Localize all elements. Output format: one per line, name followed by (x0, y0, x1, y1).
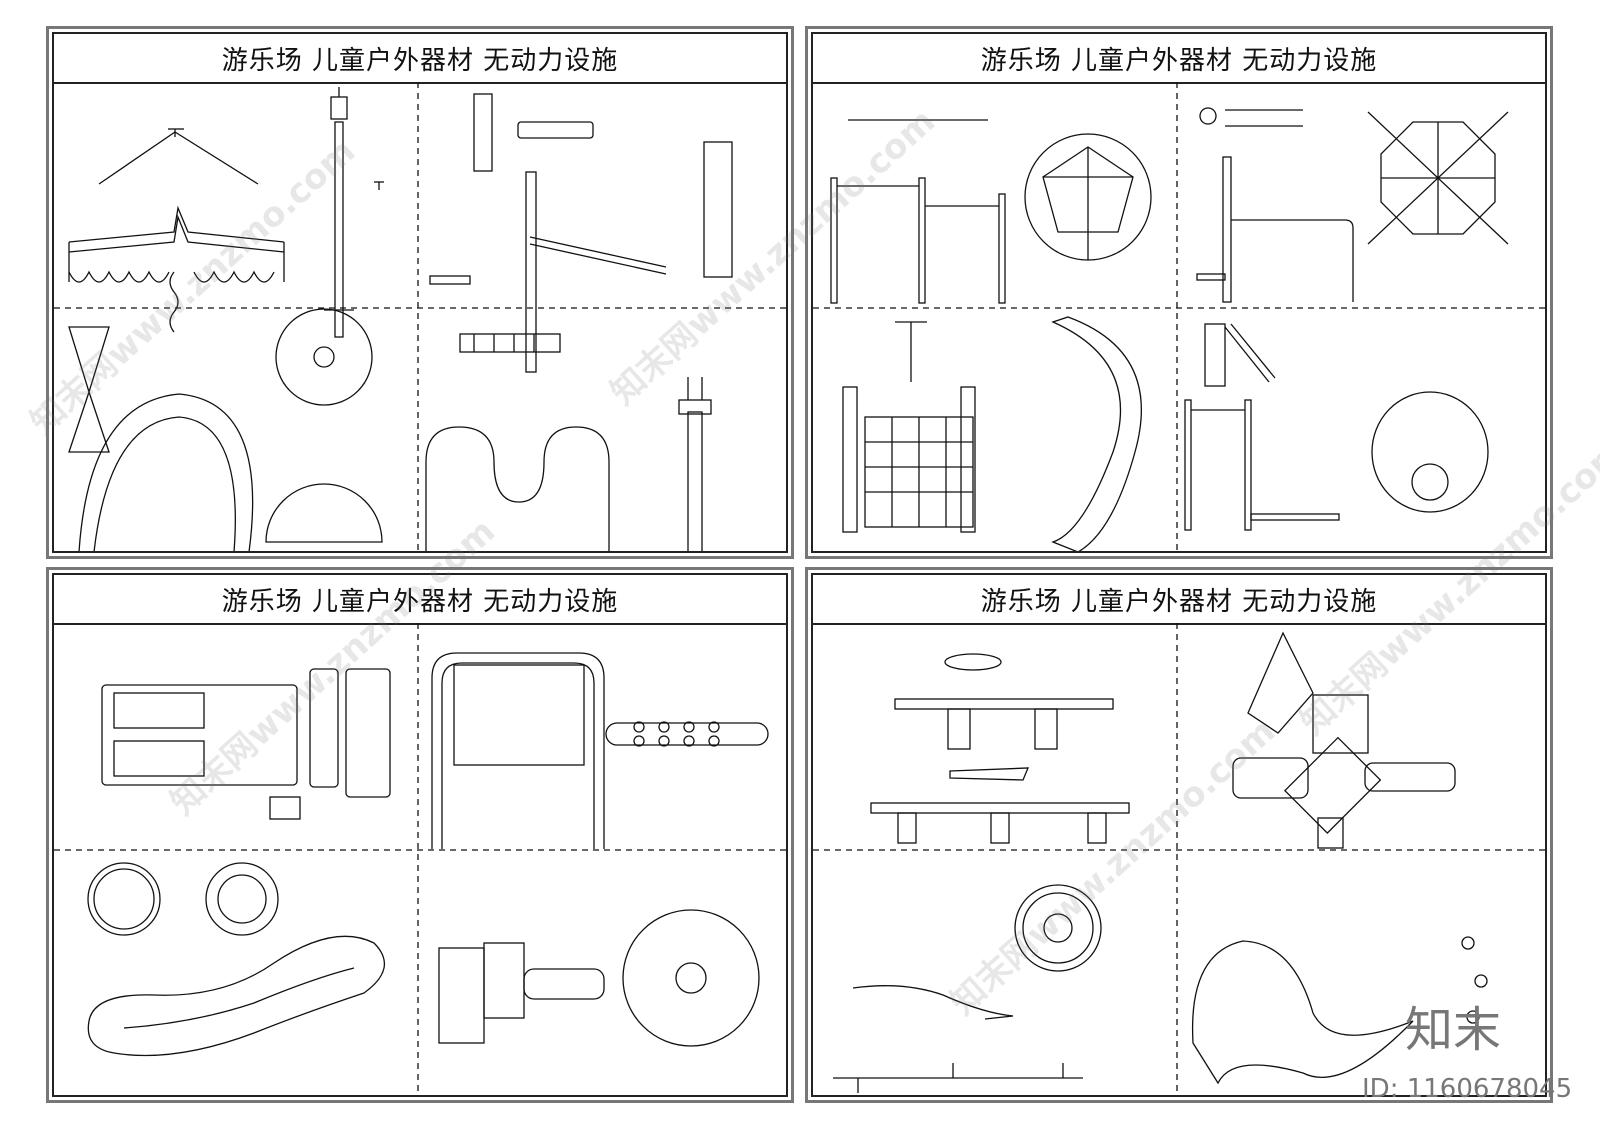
sheet-drawing (54, 82, 786, 551)
wave-climber-drawing (425, 426, 610, 551)
drawing-sheet-4: 游乐场 儿童户外器材 无动力设施 (805, 567, 1553, 1103)
net-hammock-drawing (1191, 940, 1414, 1085)
rope-bridge-drawing (68, 128, 285, 333)
combination-play-structure-drawing (1232, 631, 1456, 849)
sheet-title: 游乐场 儿童户外器材 无动力设施 (813, 575, 1545, 625)
horizontal-bars-drawing (830, 119, 1006, 304)
small-parts-drawing (1461, 936, 1488, 1024)
climbing-pole-drawing (324, 87, 384, 338)
play-structure-plan-drawing (1371, 391, 1489, 513)
net-climber-drawing (842, 321, 976, 533)
spring-seesaw-drawing (870, 653, 1130, 844)
drawing-sheet-2: 游乐场 儿童户外器材 无动力设施 (805, 26, 1553, 559)
spinner-dish-drawing (1014, 884, 1102, 972)
balance-beam-drawing (429, 93, 733, 373)
climbing-frame-drawing (431, 652, 605, 849)
spring-rider-plan-drawing (101, 668, 391, 820)
image-id-label: ID: 1160678045 (1362, 1074, 1573, 1104)
carousel-plan-drawing (622, 909, 760, 1047)
pullup-bar-drawing (1196, 107, 1354, 303)
hourglass-climber-drawing (68, 326, 110, 453)
post-elevation-drawing (678, 377, 712, 551)
stepping-bar-drawing (605, 721, 769, 747)
sheet-drawing (813, 623, 1545, 1095)
drawing-sheet-1: 游乐场 儿童户外器材 无动力设施 (46, 26, 794, 559)
wave-balance-beam-drawing (833, 985, 1083, 1093)
curved-slide-drawing (1051, 316, 1143, 551)
sheet-title: 游乐场 儿童户外器材 无动力设施 (813, 34, 1545, 84)
round-spinner-drawing (87, 862, 279, 936)
sheet-drawing (54, 623, 786, 1095)
ladder-drawing (459, 333, 561, 353)
drawing-sheet-3: 游乐场 儿童户外器材 无动力设施 (46, 567, 794, 1103)
tower-slide-drawing (438, 942, 605, 1044)
ladder-slide-drawing (1184, 323, 1340, 531)
sheet-title: 游乐场 儿童户外器材 无动力设施 (54, 34, 786, 84)
site-logo: 知末 (1405, 1002, 1502, 1058)
dome-climber-drawing (265, 308, 383, 543)
sheet-title: 游乐场 儿童户外器材 无动力设施 (54, 575, 786, 625)
arch-climber-drawing (78, 393, 254, 551)
sheet-drawing (813, 82, 1545, 551)
balance-path-drawing (87, 935, 386, 1057)
geodesic-dome-drawing (1024, 133, 1152, 261)
octagon-platform-drawing (1367, 111, 1509, 245)
